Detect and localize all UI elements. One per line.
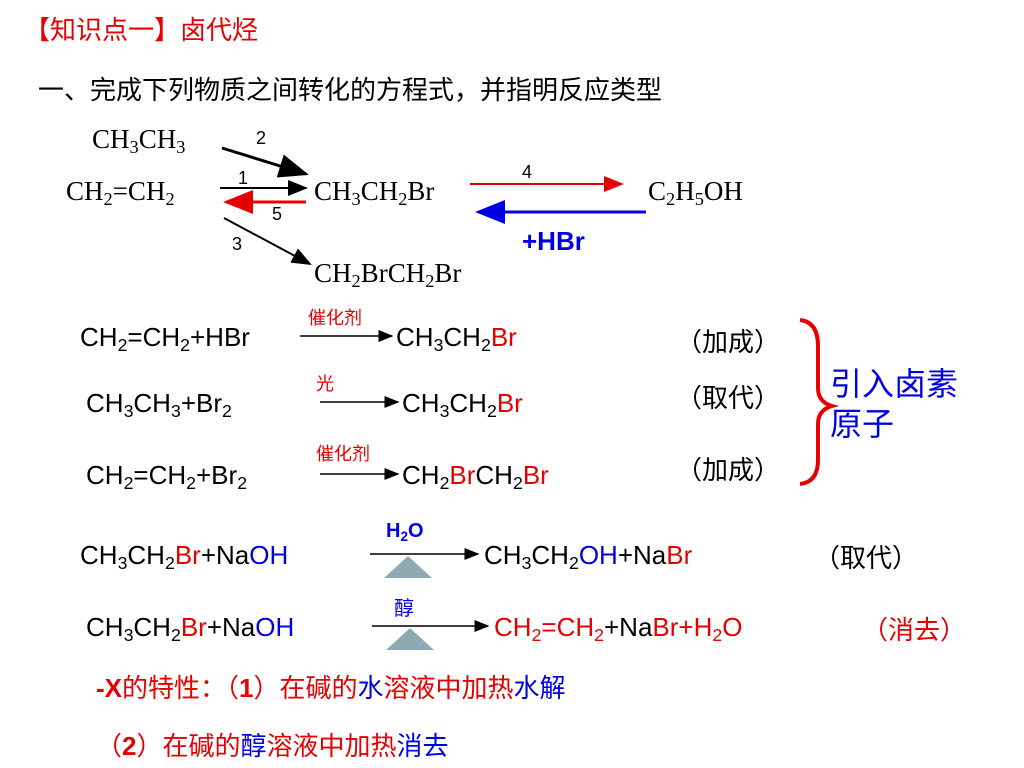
elimination-reactants: CH3CH2Br+NaOH — [86, 612, 295, 645]
equation-2-condition: 光 — [316, 374, 334, 395]
equation-2-reactants: CH3CH3+Br2 — [86, 388, 232, 421]
note-line-2: （2）在碱的醇溶液中加热消去 — [96, 731, 449, 762]
equation-1-type: （加成） — [676, 328, 781, 358]
arrow-2 — [221, 146, 309, 178]
arrow-label-1: 1 — [238, 168, 249, 188]
equation-3-product: CH2BrCH2Br — [402, 460, 549, 493]
arrow-label-4: 4 — [522, 162, 533, 182]
ethane: CH3CH3 — [92, 124, 186, 158]
equation-3-condition: 催化剂 — [316, 444, 370, 465]
equation-2-type: （取代） — [676, 384, 781, 414]
bromoethane: CH3CH2Br — [314, 176, 435, 210]
elimination-condition: 醇 — [394, 596, 414, 620]
right-brace — [799, 318, 840, 486]
hydrolysis-condition: H2O — [386, 520, 424, 544]
hbr-reagent: +HBr — [522, 226, 585, 256]
note-line-1: -X的特性：（1）在碱的水溶液中加热水解 — [96, 673, 566, 704]
equation-3-type: （加成） — [676, 456, 781, 486]
arrow-label-5: 5 — [272, 204, 283, 224]
equation-1-condition: 催化剂 — [308, 308, 362, 329]
elimination-products: CH2=CH2+NaBr+H2O — [494, 612, 743, 645]
hydrolysis-reactants: CH3CH2Br+NaOH — [80, 540, 289, 573]
equation-3-reactants: CH2=CH2+Br2 — [86, 460, 248, 493]
elimination-type: （消去） — [862, 616, 967, 646]
ethanol: C2H5OH — [648, 176, 743, 210]
equation-1-product: CH3CH2Br — [396, 322, 517, 355]
hydrolysis-type: （取代） — [814, 544, 919, 574]
page-title: 【知识点一】卤代烃 — [24, 16, 259, 46]
hydrolysis-heat-triangle — [384, 556, 432, 578]
equation-1-reactants: CH2=CH2+HBr — [80, 322, 250, 355]
ethene: CH2=CH2 — [66, 176, 175, 210]
hydrolysis-products: CH3CH2OH+NaBr — [484, 540, 693, 573]
page-subtitle: 一、完成下列物质之间转化的方程式，并指明反应类型 — [38, 76, 663, 106]
dibromoethane: CH2BrCH2Br — [314, 258, 462, 292]
equation-2-product: CH3CH2Br — [402, 388, 523, 421]
arrow-label-2: 2 — [256, 128, 267, 148]
elimination-heat-triangle — [386, 628, 434, 650]
brace-label: 引入卤素原子 — [830, 365, 959, 443]
arrow-label-3: 3 — [232, 234, 243, 254]
